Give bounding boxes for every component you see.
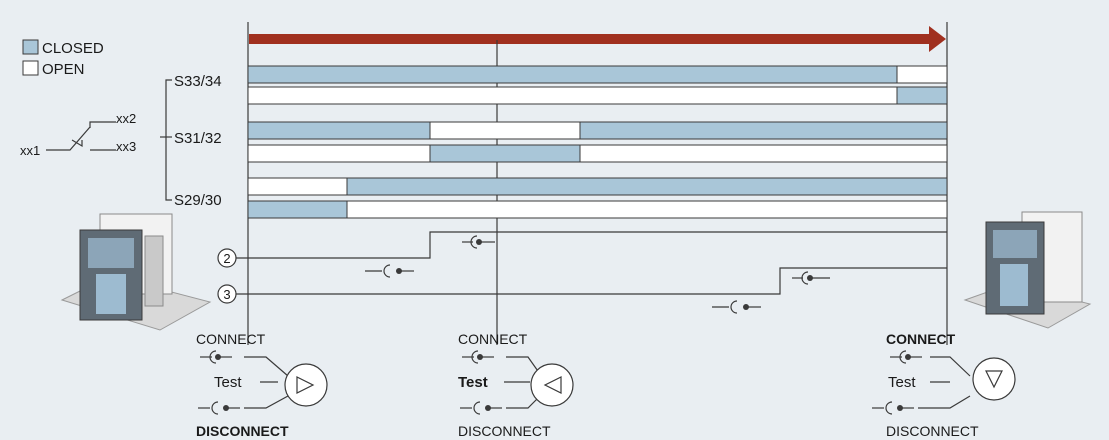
contact-bars-s31-32 — [247, 121, 948, 163]
arrow-head-icon — [929, 26, 946, 52]
contact-bars-s33-34 — [247, 65, 948, 105]
breaker-connect-illustration — [963, 211, 1092, 329]
disconnected-symbol-icon — [460, 401, 502, 415]
selector-knob-icon — [530, 363, 574, 407]
position-indicator-disconnect: CONNECT Test DISCONNECT — [196, 331, 328, 439]
legend-closed-swatch — [22, 39, 39, 55]
position-1-connect-label: CONNECT — [196, 331, 266, 347]
connected-symbol-icon — [792, 271, 830, 285]
breaker-disconnect-illustration — [60, 213, 212, 331]
terminal-xx3-label: xx3 — [116, 139, 136, 154]
position-2-disconnect-label: DISCONNECT — [458, 423, 551, 439]
connected-symbol-icon — [462, 350, 494, 364]
signal-2-number: 2 — [223, 251, 230, 266]
disconnected-symbol-icon — [365, 264, 414, 278]
legend-closed-label: CLOSED — [42, 40, 104, 57]
legend-open-label: OPEN — [42, 61, 85, 78]
position-indicator-test: CONNECT Test DISCONNECT — [458, 331, 574, 439]
signal-3-number: 3 — [223, 287, 230, 302]
disconnected-symbol-icon — [872, 401, 914, 415]
disconnected-symbol-icon — [198, 401, 240, 415]
terminal-xx1-label: xx1 — [20, 143, 40, 158]
position-3-disconnect-label: DISCONNECT — [886, 423, 979, 439]
disconnected-symbol-icon — [712, 300, 761, 314]
position-1-test-label: Test — [214, 374, 242, 391]
contact-label-s33-34: S33/34 — [174, 73, 222, 90]
position-3-test-label: Test — [888, 374, 916, 391]
position-2-connect-label: CONNECT — [458, 331, 528, 347]
switch-contact-icon — [46, 121, 116, 151]
connected-symbol-icon — [462, 235, 495, 249]
legend-open-swatch — [22, 60, 39, 76]
connected-symbol-icon — [200, 350, 232, 364]
changeover-switch-symbol: xx1 xx2 xx3 — [20, 111, 136, 158]
position-3-connect-label: CONNECT — [886, 331, 956, 347]
progress-arrow — [249, 26, 946, 52]
terminal-xx2-label: xx2 — [116, 111, 136, 126]
selector-knob-icon — [972, 357, 1016, 401]
arrow-left-icon — [543, 376, 562, 394]
position-2-test-label: Test — [458, 374, 488, 391]
position-indicator-connect: CONNECT Test DISCONNECT — [872, 331, 1016, 439]
legend: CLOSED OPEN — [22, 39, 104, 78]
contact-bracket — [160, 79, 172, 201]
selector-knob-icon — [284, 363, 328, 407]
signal-3-timing: 3 — [217, 267, 947, 314]
arrow-right-icon — [296, 376, 315, 394]
contact-label-s29-30: S29/30 — [174, 192, 222, 209]
arrow-down-icon — [985, 370, 1003, 389]
signal-2-timing: 2 — [217, 231, 947, 278]
contact-label-s31-32: S31/32 — [174, 130, 222, 147]
connected-symbol-icon — [890, 350, 922, 364]
contact-bars-s29-30 — [247, 177, 948, 219]
position-1-disconnect-label: DISCONNECT — [196, 423, 289, 439]
